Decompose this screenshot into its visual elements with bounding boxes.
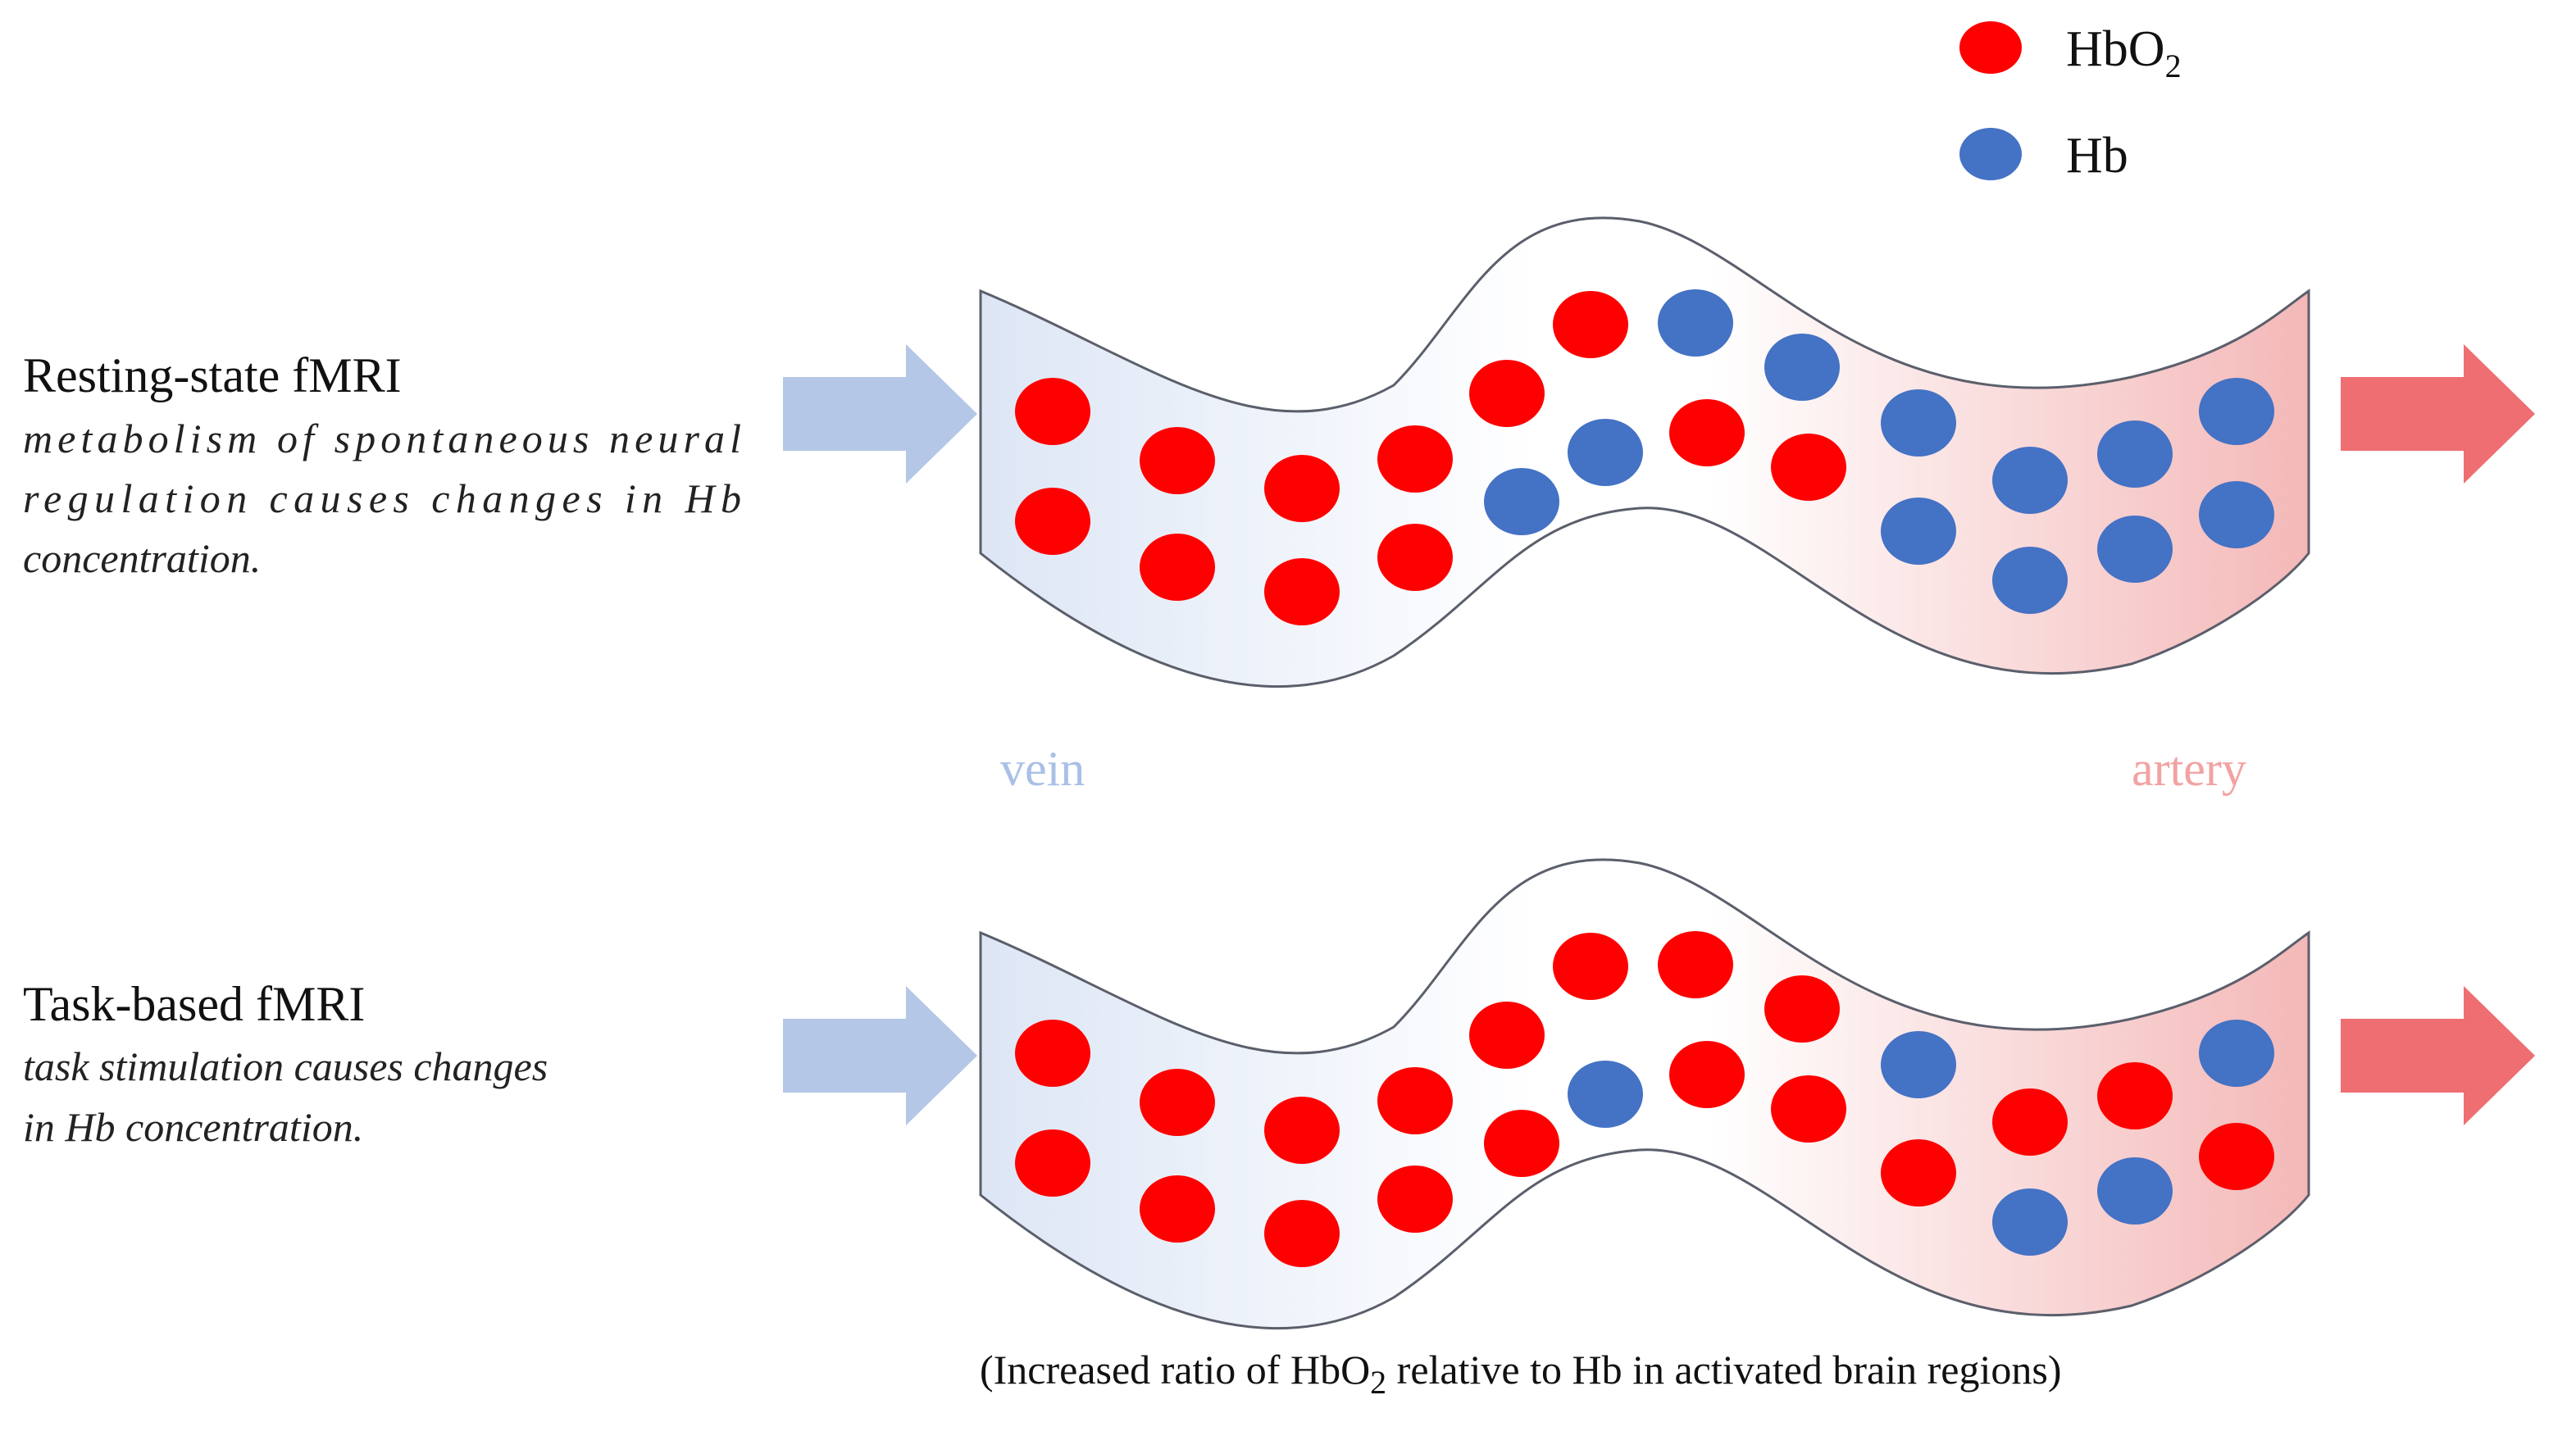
resting-vein-arrow bbox=[783, 344, 977, 484]
task-hbo2-cell bbox=[1015, 1129, 1090, 1197]
task-hbo2-cell bbox=[1377, 1067, 1453, 1134]
task-hb-cell bbox=[2097, 1157, 2173, 1225]
resting-hbo2-cell bbox=[1264, 558, 1340, 625]
task-hbo2-cell bbox=[1140, 1069, 1215, 1136]
resting-hb-cell bbox=[1658, 289, 1733, 357]
resting-hbo2-cell bbox=[1771, 434, 1846, 501]
legend: HbO2 Hb bbox=[1959, 21, 2182, 184]
task-hb-cell bbox=[1992, 1188, 2068, 1256]
task-hb-cell bbox=[2199, 1020, 2274, 1087]
resting-hb-cell bbox=[1484, 468, 1559, 535]
resting-hb-cell bbox=[2199, 378, 2274, 445]
task-based-title: Task-based fMRI bbox=[23, 977, 365, 1031]
legend-hb-label: Hb bbox=[2066, 128, 2128, 184]
caption: (Increased ratio of HbO2 relative to Hb … bbox=[980, 1347, 2062, 1401]
resting-hbo2-cell bbox=[1669, 399, 1745, 466]
resting-hbo2-cell bbox=[1377, 425, 1453, 493]
resting-hbo2-cell bbox=[1015, 378, 1090, 445]
vein-label: vein bbox=[1000, 742, 1085, 796]
resting-hbo2-cell bbox=[1377, 524, 1453, 591]
resting-cells bbox=[1015, 289, 2274, 625]
resting-hb-cell bbox=[2199, 481, 2274, 548]
task-hbo2-cell bbox=[1377, 1166, 1453, 1233]
task-hbo2-cell bbox=[1469, 1002, 1545, 1069]
resting-hbo2-cell bbox=[1140, 427, 1215, 494]
task-hbo2-cell bbox=[1140, 1175, 1215, 1243]
legend-hb-dot bbox=[1959, 128, 2022, 180]
resting-artery-arrow bbox=[2341, 344, 2535, 484]
resting-hb-cell bbox=[1992, 547, 2068, 614]
task-based-description-line-1: task stimulation causes changes bbox=[23, 1043, 548, 1089]
resting-hbo2-cell bbox=[1469, 360, 1545, 427]
resting-hb-cell bbox=[1764, 334, 1840, 401]
resting-state-description-line-3: concentration. bbox=[23, 535, 261, 581]
task-hbo2-cell bbox=[1669, 1041, 1745, 1108]
task-hbo2-cell bbox=[1771, 1075, 1846, 1143]
task-based-description-line-2: in Hb concentration. bbox=[23, 1104, 363, 1150]
task-cells bbox=[1015, 931, 2274, 1267]
task-hbo2-cell bbox=[1553, 933, 1628, 1000]
resting-hb-cell bbox=[2097, 516, 2173, 583]
task-hbo2-cell bbox=[1764, 975, 1840, 1043]
task-hbo2-cell bbox=[1264, 1097, 1340, 1164]
task-hbo2-cell bbox=[2199, 1123, 2274, 1190]
task-hbo2-cell bbox=[1658, 931, 1733, 998]
task-hbo2-cell bbox=[2097, 1062, 2173, 1129]
legend-hbo2-label: HbO2 bbox=[2066, 21, 2182, 84]
task-hbo2-cell bbox=[1484, 1110, 1559, 1177]
artery-label: artery bbox=[2132, 742, 2246, 796]
resting-state-description-line-1: metabolism of spontaneous neural bbox=[23, 416, 741, 461]
resting-state-description-line-2: regulation causes changes in Hb bbox=[23, 475, 741, 521]
resting-state-panel: Resting-state fMRI metabolism of spontan… bbox=[23, 216, 2535, 688]
resting-hb-cell bbox=[1881, 389, 1956, 457]
legend-hbo2-dot bbox=[1959, 21, 2022, 74]
resting-state-title: Resting-state fMRI bbox=[23, 348, 402, 402]
task-hb-cell bbox=[1881, 1031, 1956, 1098]
task-hbo2-cell bbox=[1264, 1200, 1340, 1267]
resting-hbo2-cell bbox=[1264, 455, 1340, 522]
task-hbo2-cell bbox=[1881, 1139, 1956, 1206]
resting-hbo2-cell bbox=[1015, 488, 1090, 555]
resting-hbo2-cell bbox=[1553, 291, 1628, 358]
task-vein-arrow bbox=[783, 986, 977, 1125]
resting-hb-cell bbox=[2097, 420, 2173, 488]
resting-hb-cell bbox=[1881, 498, 1956, 565]
task-artery-arrow bbox=[2341, 986, 2535, 1125]
task-hbo2-cell bbox=[1992, 1088, 2068, 1156]
task-hb-cell bbox=[1568, 1061, 1643, 1128]
task-based-panel: Task-based fMRI task stimulation causes … bbox=[23, 858, 2535, 1330]
resting-hb-cell bbox=[1568, 419, 1643, 486]
resting-hb-cell bbox=[1992, 447, 2068, 514]
task-hbo2-cell bbox=[1015, 1020, 1090, 1087]
resting-hbo2-cell bbox=[1140, 534, 1215, 601]
